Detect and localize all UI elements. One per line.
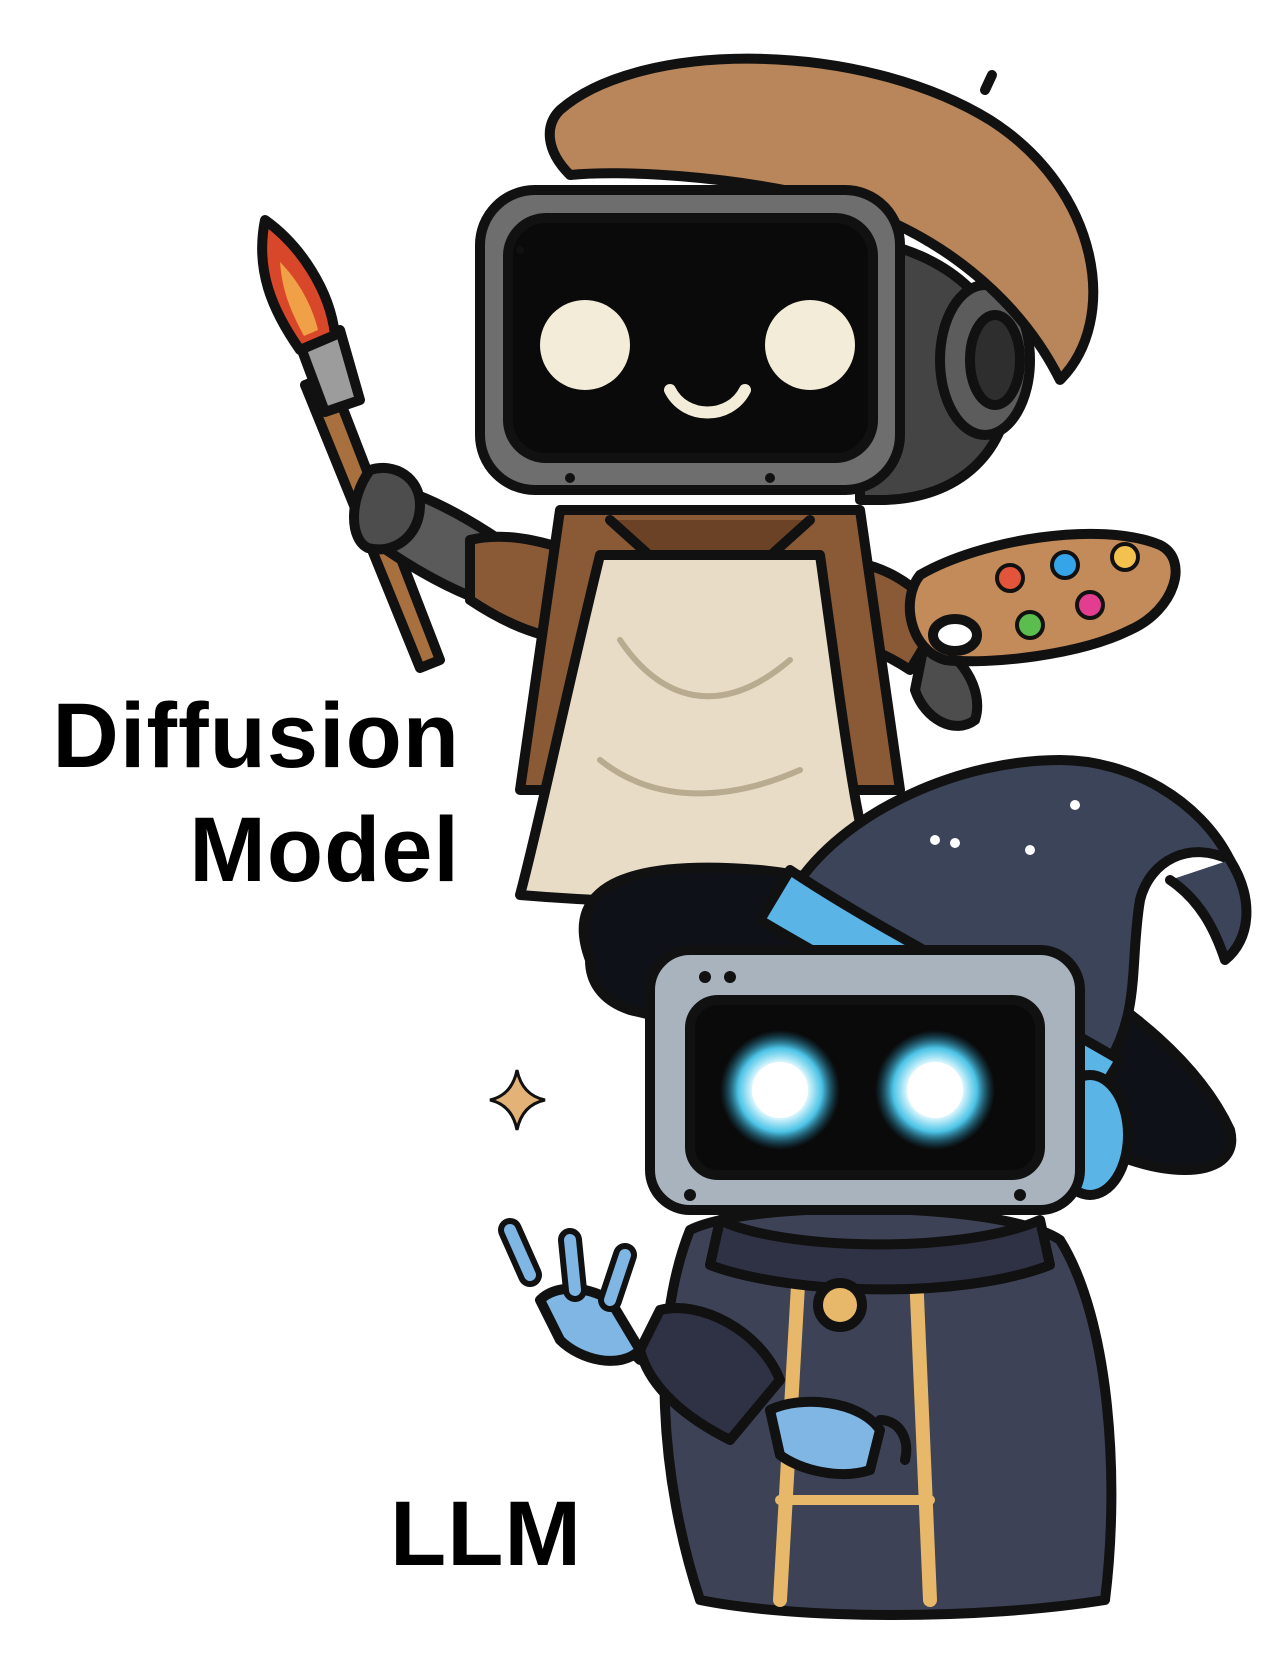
paintbrush-icon xyxy=(257,215,445,673)
llm-label: LLM xyxy=(390,1483,583,1585)
robot-hand-icon xyxy=(498,1218,645,1366)
painter-robot-icon xyxy=(257,53,1181,909)
diffusion-label-line2: Model xyxy=(189,799,460,901)
diffusion-label-line1: Diffusion xyxy=(52,685,460,787)
diffusion-model-label: Diffusion Model xyxy=(52,690,460,896)
palette-icon xyxy=(904,528,1181,667)
sparkle-icon xyxy=(489,1069,546,1131)
wizard-robot-icon xyxy=(498,755,1252,1620)
